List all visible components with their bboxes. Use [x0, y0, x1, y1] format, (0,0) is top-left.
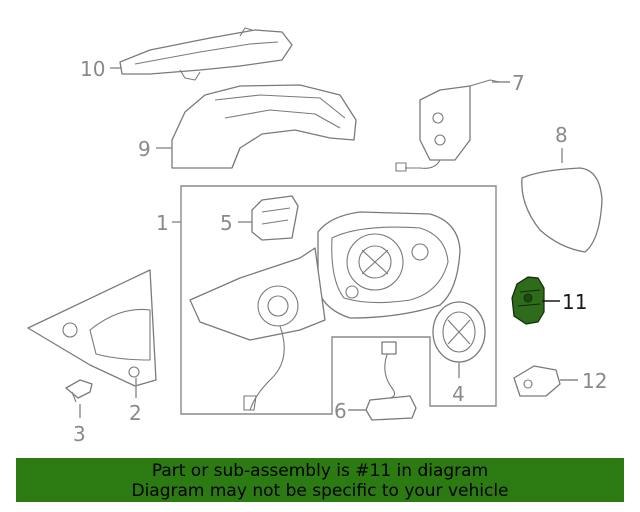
banner-line-2: Diagram may not be specific to your vehi… [131, 481, 509, 501]
callout-1[interactable]: 1 [156, 211, 169, 235]
callout-6[interactable]: 6 [334, 399, 347, 423]
part-2-trim[interactable] [27, 269, 157, 387]
callout-9[interactable]: 9 [138, 137, 151, 161]
callout-4[interactable]: 4 [452, 382, 465, 406]
part-10-turn-signal[interactable] [119, 27, 293, 81]
parts-diagram: 10 9 7 8 1 5 [27, 27, 607, 446]
info-banner: Part or sub-assembly is #11 in diagram D… [16, 458, 624, 502]
callout-5[interactable]: 5 [220, 211, 233, 235]
callout-12[interactable]: 12 [582, 369, 607, 393]
callout-11[interactable]: 11 [562, 290, 587, 314]
banner-line-1: Part or sub-assembly is #11 in diagram [151, 461, 489, 481]
assembly-box-1 [180, 185, 497, 415]
callout-10[interactable]: 10 [80, 57, 105, 81]
part-4-actuator[interactable] [432, 301, 486, 363]
callout-8[interactable]: 8 [555, 123, 568, 147]
part-6-module[interactable] [365, 341, 417, 421]
mirror-housing [317, 211, 461, 319]
part-5-switch[interactable] [251, 195, 299, 241]
callout-2[interactable]: 2 [129, 401, 142, 425]
part-9-mirror-cover[interactable] [171, 84, 357, 169]
mirror-base [189, 247, 326, 411]
part-12-sensor[interactable] [513, 365, 561, 397]
part-8-mirror-glass[interactable] [521, 167, 603, 253]
part-11-highlighted[interactable] [511, 276, 545, 325]
part-7-motor-bracket[interactable] [395, 79, 501, 172]
callout-7[interactable]: 7 [512, 71, 525, 95]
callout-3[interactable]: 3 [73, 422, 86, 446]
part-3-screw[interactable] [65, 379, 93, 403]
